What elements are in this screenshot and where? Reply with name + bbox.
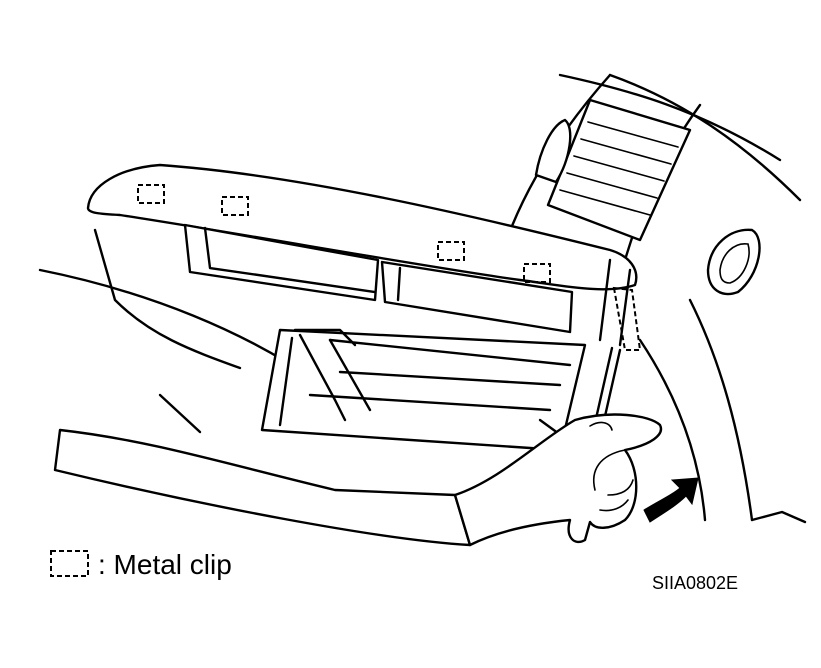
legend: : Metal clip — [50, 549, 232, 580]
screwdriver — [593, 346, 622, 427]
metal-clip-2 — [221, 196, 249, 216]
side-handle — [706, 228, 761, 296]
metal-clip-1 — [137, 184, 165, 204]
metal-clip-3 — [437, 241, 465, 261]
air-vent — [534, 98, 692, 242]
dashboard-panel — [510, 73, 807, 524]
metal-clips — [137, 184, 642, 351]
dashed-square-icon — [50, 550, 89, 577]
hand — [453, 413, 663, 547]
curved-arrow-icon — [643, 477, 699, 523]
metal-clip-hidden — [612, 286, 642, 351]
metal-clip-4 — [523, 263, 551, 283]
legend-label: : Metal clip — [98, 549, 232, 580]
figure-code: SIIA0802E — [652, 573, 738, 593]
